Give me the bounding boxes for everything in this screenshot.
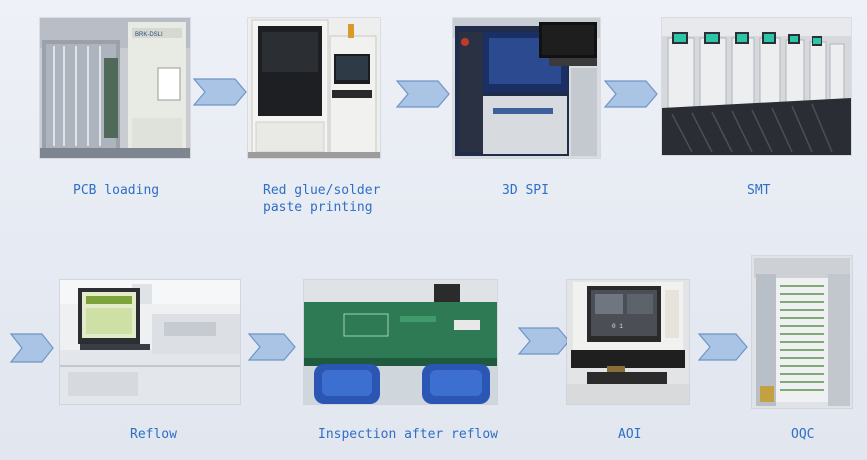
photo-printing <box>248 18 380 158</box>
photo-pcb-loading: BRK-DSLI <box>40 18 190 158</box>
chevron-arrow-icon <box>518 327 570 355</box>
svg-text:BRK-DSLI: BRK-DSLI <box>135 32 163 38</box>
step-label-pcb-loading: PCB loading <box>73 183 160 198</box>
photo-oqc <box>752 256 852 408</box>
photo-reflow <box>60 280 240 404</box>
step-label-inspection: Inspection after reflow <box>318 427 499 442</box>
step-label-printing: Red glue/solder paste printing <box>263 183 381 215</box>
chevron-arrow-icon <box>193 78 247 106</box>
chevron-arrow-icon <box>10 333 54 363</box>
photo-aoi: 0 1 <box>567 280 689 404</box>
chevron-arrow-icon <box>396 80 450 108</box>
photo-inspection <box>304 280 497 404</box>
svg-text:0 1: 0 1 <box>612 323 623 330</box>
chevron-arrow-icon <box>604 80 658 108</box>
step-label-aoi: AOI <box>618 427 642 442</box>
photo-smt <box>662 18 851 155</box>
step-label-oqc: OQC <box>791 427 815 442</box>
photo-spi <box>453 18 600 158</box>
step-label-reflow: Reflow <box>130 427 177 442</box>
step-label-spi: 3D SPI <box>502 183 549 198</box>
step-label-smt: SMT <box>747 183 771 198</box>
chevron-arrow-icon <box>698 333 748 361</box>
chevron-arrow-icon <box>248 333 296 361</box>
